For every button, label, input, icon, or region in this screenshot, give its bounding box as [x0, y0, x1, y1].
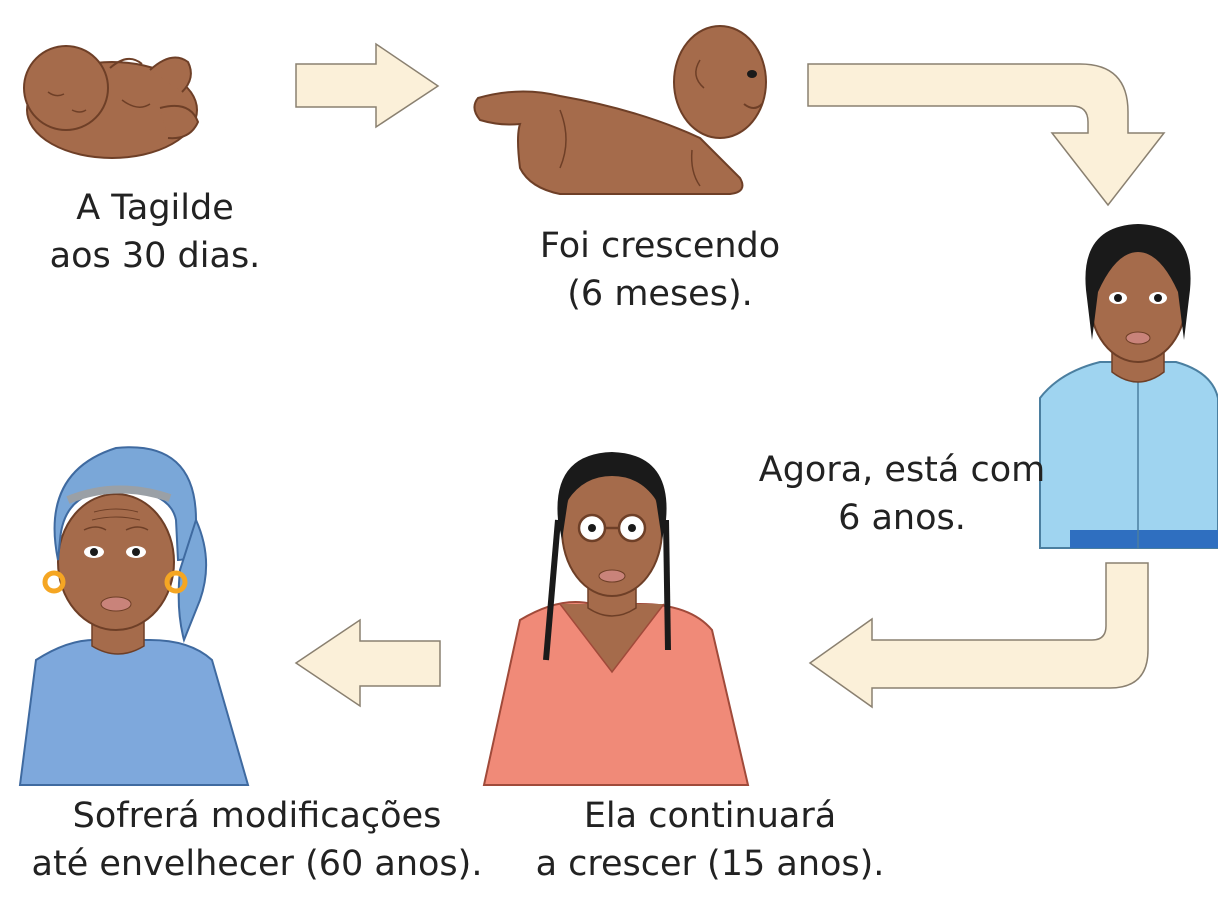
- caption-newborn: A Tagilde aos 30 dias.: [30, 184, 280, 280]
- caption-elder: Sofrerá modificações até envelhecer (60 …: [22, 792, 492, 888]
- caption-teen: Ela continuará a crescer (15 anos).: [530, 792, 890, 888]
- caption-infant-line-2: (6 meses).: [567, 274, 753, 314]
- caption-elder-line-1: Sofrerá modificações: [72, 796, 442, 836]
- newborn-baby-illustration: [23, 45, 200, 159]
- arrow-bend-down-icon: [807, 63, 1166, 207]
- elderly-woman-illustration: [18, 446, 250, 786]
- caption-child-line-2: 6 anos.: [838, 498, 966, 538]
- caption-child: Agora, está com 6 anos.: [752, 446, 1052, 542]
- teen-girl-illustration: [482, 452, 750, 786]
- girl-six-years-illustration: [1039, 224, 1218, 549]
- caption-newborn-line-1: A Tagilde: [76, 188, 234, 228]
- caption-teen-line-1: Ela continuará: [583, 796, 837, 836]
- caption-teen-line-2: a crescer (15 anos).: [535, 844, 885, 884]
- arrow-bend-left-icon: [808, 562, 1149, 709]
- arrow-right-icon: [295, 42, 440, 129]
- crawling-baby-illustration: [473, 25, 767, 195]
- caption-newborn-line-2: aos 30 dias.: [49, 236, 261, 276]
- caption-elder-line-2: até envelhecer (60 anos).: [31, 844, 483, 884]
- caption-infant: Foi crescendo (6 meses).: [520, 222, 800, 318]
- caption-child-line-1: Agora, está com: [758, 450, 1046, 490]
- arrow-left-icon: [294, 618, 441, 708]
- caption-infant-line-1: Foi crescendo: [539, 226, 781, 266]
